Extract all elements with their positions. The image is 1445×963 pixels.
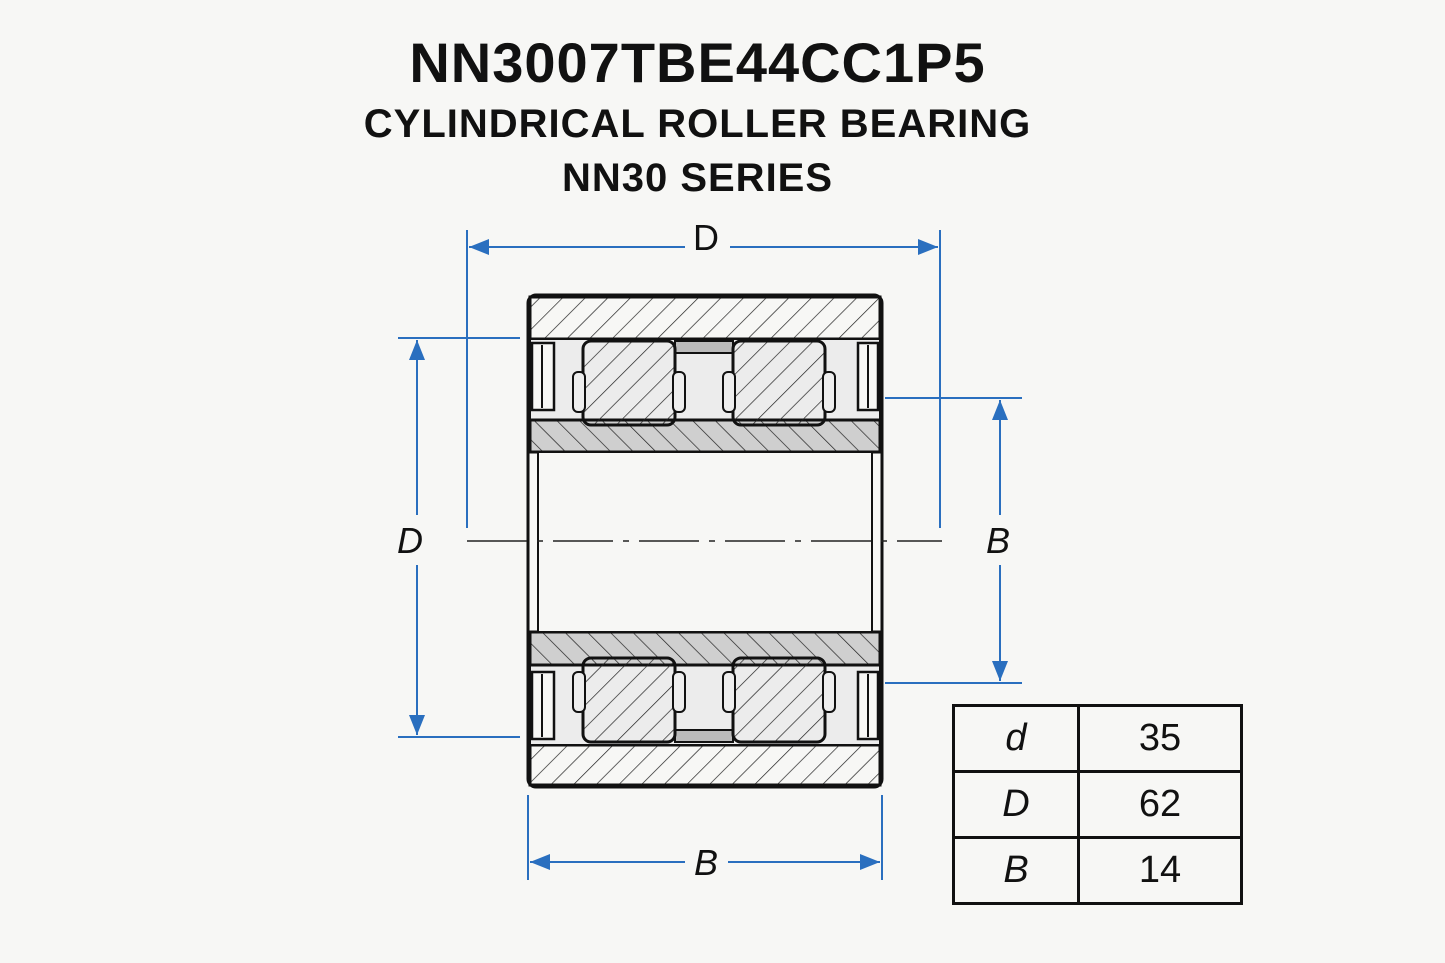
bearing-type-subtitle: CYLINDRICAL ROLLER BEARING (363, 102, 1032, 146)
spec-value: 35 (1077, 704, 1243, 773)
bearing-body (526, 293, 884, 789)
outer-ring-bottom (528, 743, 882, 787)
table-row: B 14 (952, 836, 1243, 905)
inner-ring-bottom (528, 630, 882, 667)
spec-label: D (952, 770, 1080, 839)
table-row: D 62 (952, 770, 1243, 839)
series-subtitle: NN30 SERIES (561, 156, 834, 200)
dimension-lines (398, 230, 1022, 880)
dim-label-outer-diameter-left: D (397, 520, 423, 561)
spec-value: 14 (1077, 836, 1243, 905)
dim-label-width-right: B (986, 520, 1010, 561)
spec-label: d (952, 704, 1080, 773)
roller (731, 656, 827, 744)
outer-ring-top (528, 295, 882, 341)
part-number-title: NN3007TBE44CC1P5 (409, 31, 986, 94)
dim-label-outer-diameter-top: D (693, 217, 719, 258)
bore (537, 451, 873, 633)
table-row: d 35 (952, 704, 1243, 773)
spec-value: 62 (1077, 770, 1243, 839)
spec-label: B (952, 836, 1080, 905)
roller (581, 656, 677, 744)
dim-label-width-bottom: B (694, 842, 718, 883)
spec-table: d 35 D 62 B 14 (952, 704, 1243, 905)
inner-ring-top (528, 418, 882, 454)
roller (731, 339, 827, 427)
roller (581, 339, 677, 427)
